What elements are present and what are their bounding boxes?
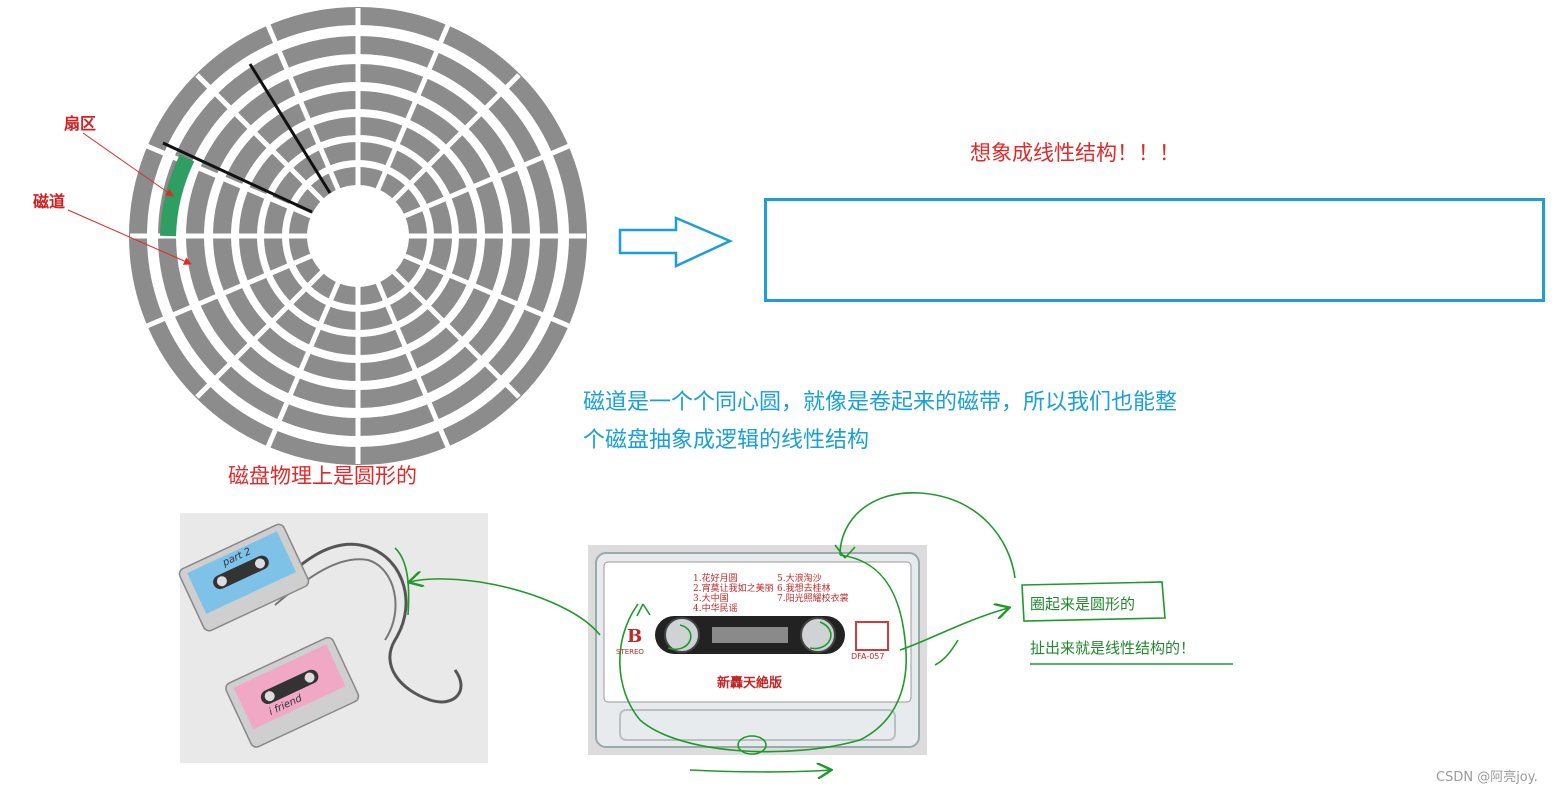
- track-item: 4.中华民谣: [693, 604, 738, 614]
- track-pointer-arrow: [67, 209, 192, 265]
- track-item: 5.大浪淘沙: [777, 574, 822, 584]
- disk-caption: 磁盘物理上是圆形的: [228, 464, 417, 488]
- sector-boundary-line: [248, 63, 332, 194]
- cassette-album-title: 新轟天絶版: [717, 676, 783, 691]
- watermark: CSDN @阿亮joy.: [1436, 770, 1538, 785]
- cassette-code: DFA-057: [851, 652, 885, 661]
- track-item: 2.宵莫让我如之美丽: [693, 584, 774, 594]
- linear-structure-box: [764, 198, 1545, 302]
- track-item: 7.阳光照耀校衣裳: [777, 594, 849, 604]
- cassette-stereo: STEREO: [616, 648, 644, 656]
- track-item: 3.大中国: [693, 594, 729, 604]
- cassette-tracklist-b: 5.大浪淘沙 6.我想去桂林 7.阳光照耀校衣裳: [777, 574, 849, 604]
- note-linear: 扯出来就是线性结构的！: [1030, 639, 1196, 657]
- cassette-side-letter: B: [627, 626, 643, 647]
- sector-boundary-line: [162, 141, 313, 214]
- track-item: 1.花好月圆: [693, 574, 738, 584]
- hand-annotations: [394, 492, 1233, 772]
- sector-label: 扇区: [64, 114, 97, 133]
- note-circle: 圈起来是圆形的: [1030, 595, 1136, 613]
- explanation-text: 磁道是一个个同心圆，就像是卷起来的磁带，所以我们也能整 个磁盘抽象成逻辑的线性结…: [583, 384, 1283, 460]
- transform-arrow-icon: [618, 216, 734, 268]
- track-label: 磁道: [33, 192, 66, 211]
- disk-platter: [129, 7, 587, 465]
- explanation-line-1: 磁道是一个个同心圆，就像是卷起来的磁带，所以我们也能整: [583, 390, 1178, 415]
- explanation-line-2: 个磁盘抽象成逻辑的线性结构: [583, 428, 870, 453]
- sector-pointer-arrow: [82, 132, 174, 197]
- linear-title: 想象成线性结构！！！: [970, 141, 1180, 165]
- track-item: 6.我想去桂林: [777, 584, 831, 594]
- cassette-tracklist-a: 1.花好月圆 2.宵莫让我如之美丽 3.大中国 4.中华民谣: [693, 574, 774, 614]
